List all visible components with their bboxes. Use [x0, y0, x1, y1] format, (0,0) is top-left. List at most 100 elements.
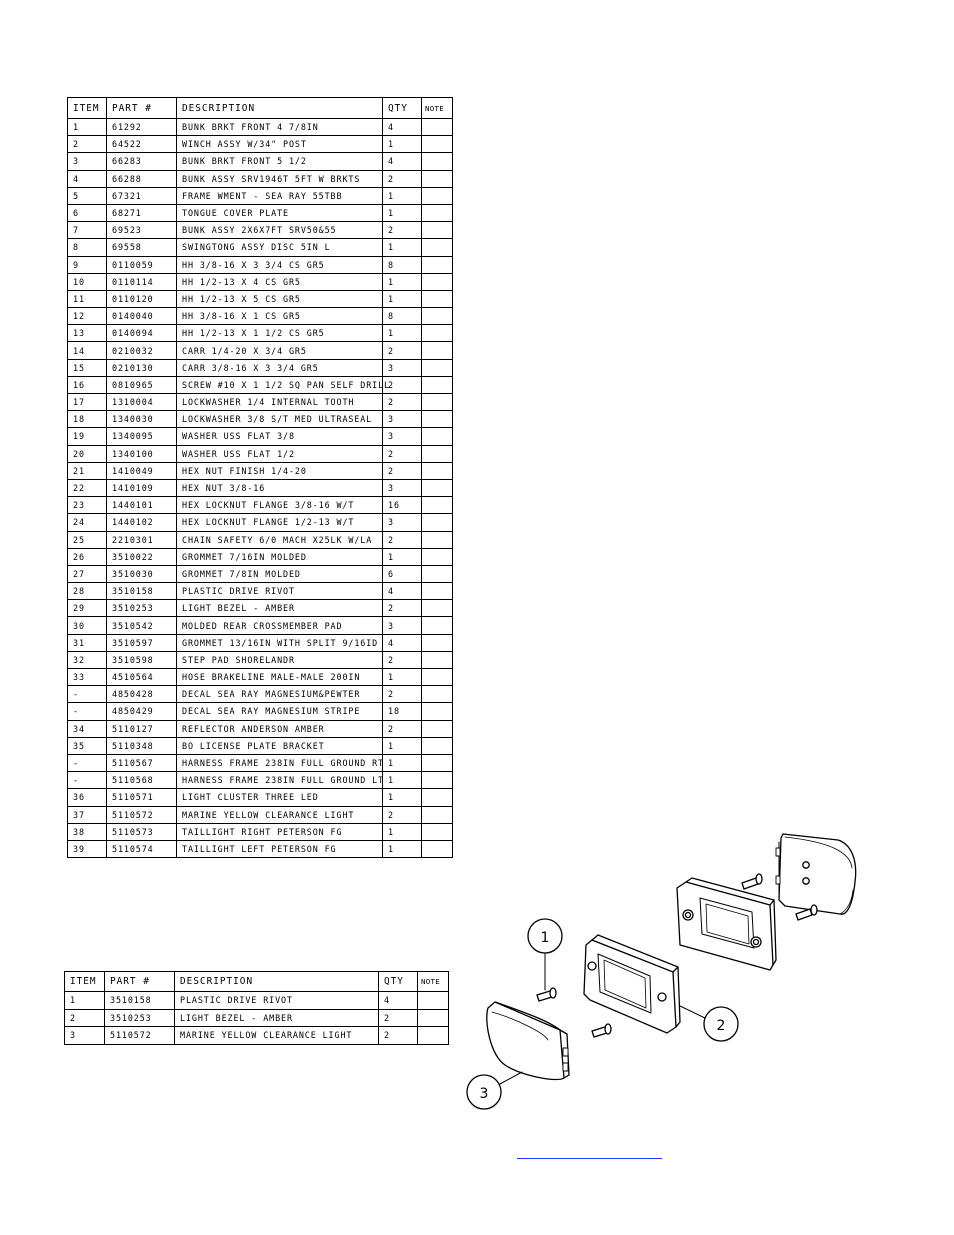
cell-note — [421, 719, 453, 738]
header-qty: QTY — [378, 971, 418, 992]
cell-note — [421, 410, 453, 429]
cell-item: 19 — [67, 427, 107, 446]
cell-description: HEX NUT 3/8-16 — [176, 478, 383, 498]
rear-lens-illustration — [775, 833, 857, 915]
cell-qty: 2 — [382, 685, 422, 704]
cell-part: 5110568 — [106, 771, 177, 790]
cell-item: 3 — [67, 152, 107, 171]
hyperlink-underline[interactable] — [517, 1158, 662, 1159]
cell-description: DECAL SEA RAY MAGNESIUM STRIPE — [176, 702, 383, 721]
cell-part: 5110348 — [106, 736, 177, 755]
cell-note — [421, 152, 453, 171]
cell-note — [421, 753, 453, 773]
cell-note — [421, 427, 453, 446]
cell-item: 15 — [67, 358, 107, 377]
cell-qty: 1 — [382, 667, 422, 687]
cell-qty: 1 — [382, 788, 422, 807]
cell-item: 1 — [64, 991, 105, 1010]
cell-description: HOSE BRAKELINE MALE-MALE 200IN — [176, 667, 383, 687]
cell-item: 31 — [67, 633, 107, 652]
cell-item: 12 — [67, 307, 107, 326]
cell-item: 14 — [67, 341, 107, 360]
cell-description: SCREW #10 X 1 1/2 SQ PAN SELF DRILL — [176, 375, 389, 395]
cell-note — [421, 375, 453, 395]
cell-note — [421, 238, 453, 257]
cell-description: GROMMET 7/8IN MOLDED — [176, 564, 383, 584]
cell-part: 3510253 — [104, 1008, 175, 1027]
cell-item: 4 — [67, 169, 107, 188]
cell-note — [421, 203, 453, 223]
cell-item: 33 — [67, 667, 107, 687]
cell-description: LIGHT BEZEL - AMBER — [176, 599, 383, 618]
cell-note — [421, 307, 453, 326]
front-lens-illustration — [486, 1001, 570, 1081]
cell-description: STEP PAD SHORELANDR — [176, 650, 383, 670]
cell-part: 1340100 — [106, 444, 177, 463]
cell-qty: 1 — [382, 822, 422, 841]
cell-qty: 18 — [382, 702, 422, 721]
cell-qty: 8 — [382, 255, 422, 274]
cell-part: 3510158 — [106, 582, 177, 601]
cell-description: HEX LOCKNUT FLANGE 3/8-16 W/T — [176, 496, 383, 515]
cell-note — [421, 530, 453, 549]
cell-qty: 2 — [382, 341, 422, 360]
callout-3-label: 3 — [480, 1086, 489, 1102]
cell-note — [421, 135, 453, 154]
cell-note — [421, 392, 453, 412]
cell-description: BO LICENSE PLATE BRACKET — [176, 736, 383, 755]
cell-note — [421, 221, 453, 240]
cell-part: 1310004 — [106, 392, 177, 412]
cell-note — [421, 358, 453, 377]
callout-2: 2 — [679, 1005, 739, 1042]
cell-note — [421, 186, 453, 205]
cell-description: WASHER USS FLAT 3/8 — [176, 427, 383, 446]
cell-qty: 1 — [382, 272, 422, 291]
cell-item: 21 — [67, 461, 107, 480]
cell-item: - — [67, 753, 107, 773]
cell-part: 66283 — [106, 152, 177, 171]
cell-qty: 2 — [378, 1008, 418, 1027]
cell-part: 4850429 — [106, 702, 177, 721]
cell-qty: 16 — [382, 496, 422, 515]
cell-description: BUNK BRKT FRONT 5 1/2 — [176, 152, 383, 171]
cell-description: HARNESS FRAME 238IN FULL GROUND RT — [176, 753, 383, 773]
cell-part: 1410109 — [106, 478, 177, 498]
rear-screws-illustration — [741, 873, 818, 921]
cell-part: 3510158 — [104, 991, 175, 1010]
cell-qty: 1 — [382, 186, 422, 205]
cell-part: 66288 — [106, 169, 177, 188]
cell-description: LOCKWASHER 3/8 S/T MED ULTRASEAL — [176, 410, 383, 429]
cell-qty: 1 — [382, 289, 422, 309]
cell-qty: 1 — [382, 839, 422, 859]
cell-description: LOCKWASHER 1/4 INTERNAL TOOTH — [176, 392, 383, 412]
header-item: ITEM — [64, 971, 105, 992]
cell-part: 0110120 — [106, 289, 177, 309]
cell-item: 24 — [67, 513, 107, 532]
cell-qty: 2 — [382, 650, 422, 670]
cell-qty: 1 — [382, 753, 422, 773]
cell-part: 0110114 — [106, 272, 177, 291]
cell-qty: 6 — [382, 564, 422, 584]
cell-description: FRAME WMENT - SEA RAY 55TBB — [176, 186, 383, 205]
cell-qty: 1 — [382, 736, 422, 755]
cell-part: 69523 — [106, 221, 177, 240]
cell-note — [421, 822, 453, 841]
cell-note — [421, 255, 453, 274]
header-part-number: PART # — [104, 971, 175, 992]
cell-part: 0210130 — [106, 358, 177, 377]
